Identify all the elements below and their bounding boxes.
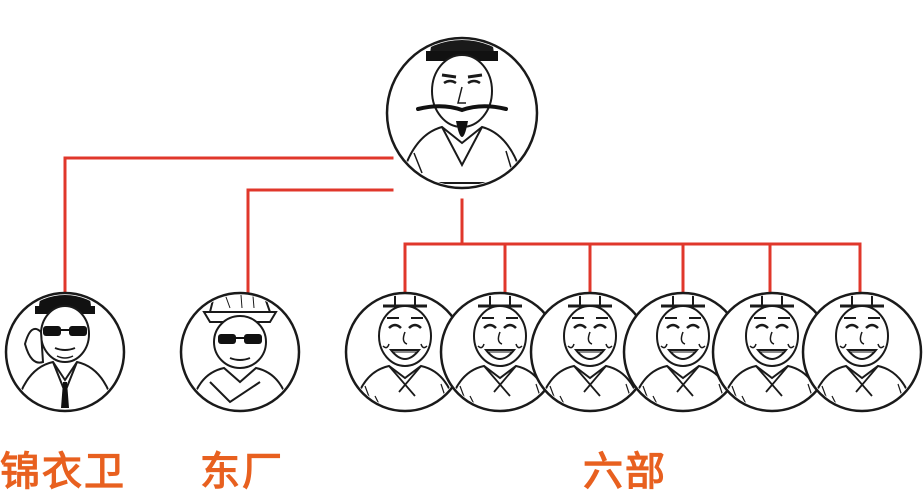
label-liubu: 六部 — [583, 449, 667, 495]
node-emperor — [385, 36, 539, 190]
connector-emperor-to-jinyiwei — [63, 156, 394, 296]
node-jinyiwei — [4, 291, 126, 413]
label-jinyiwei: 锦衣卫 — [0, 449, 126, 495]
connector-lines — [63, 156, 862, 296]
connector-emperor-to-dongchang — [246, 188, 394, 296]
label-dongchang: 东厂 — [200, 449, 284, 495]
node-liubu-minister-6 — [801, 291, 923, 413]
node-liubu-group — [344, 291, 923, 413]
node-dongchang — [179, 291, 301, 413]
